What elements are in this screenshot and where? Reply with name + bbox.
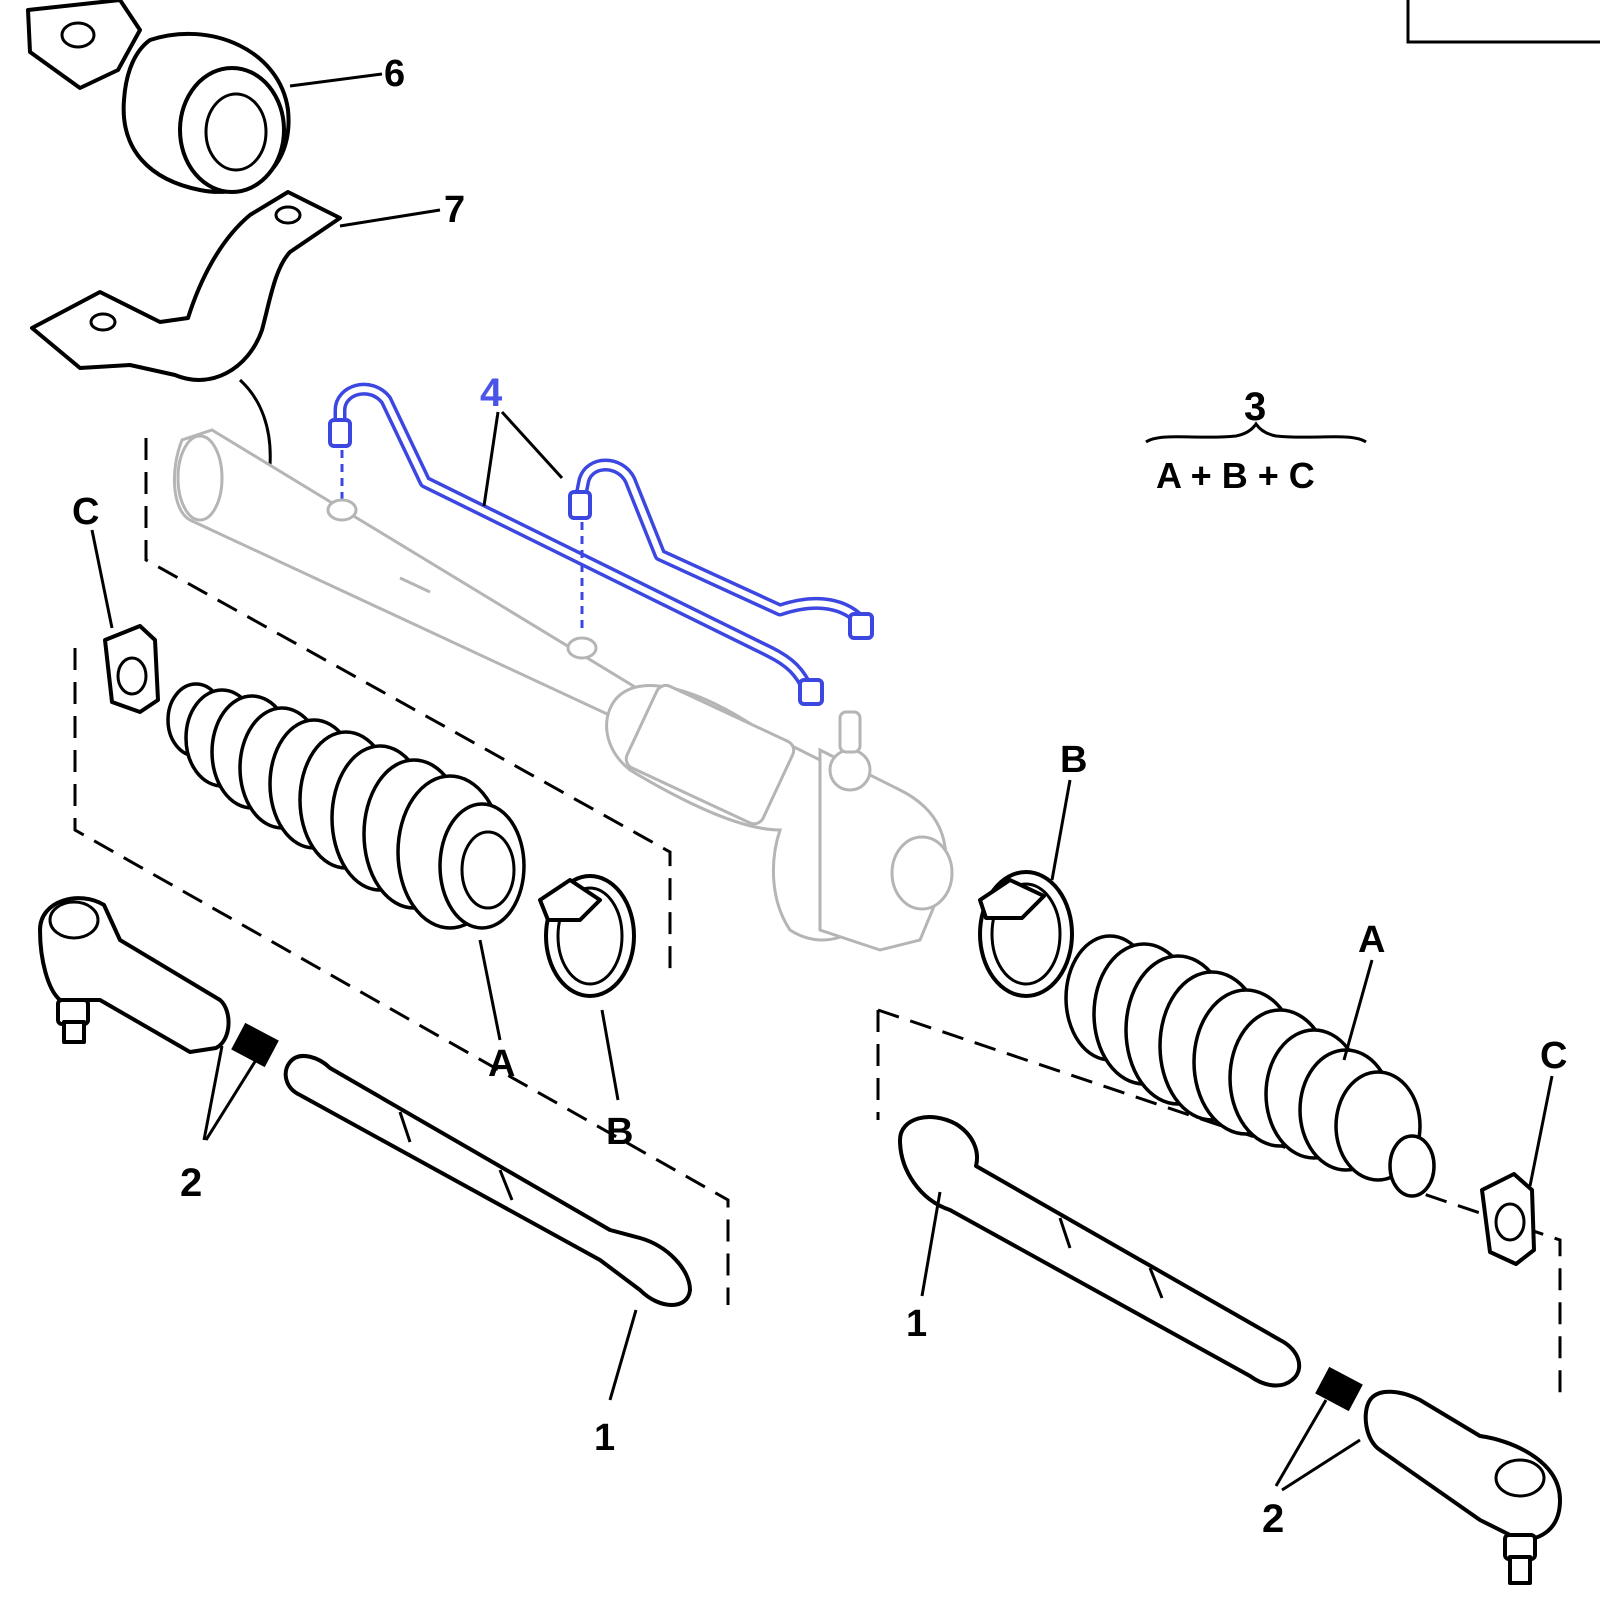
label-right-rod-1: 1 <box>906 1303 927 1345</box>
label-right-boot-a: A <box>1358 919 1385 961</box>
left-shim-part <box>231 1022 279 1068</box>
label-left-clamp-b: B <box>606 1111 633 1153</box>
left-boot-part <box>166 682 526 930</box>
right-boot-part <box>1064 934 1436 1198</box>
label-right-shims-2: 2 <box>1262 1497 1284 1541</box>
right-inner-rod-part <box>898 1115 1302 1388</box>
kit-brace <box>1145 421 1367 444</box>
corner-reference-box <box>1406 0 1600 44</box>
label-left-rod-1: 1 <box>594 1417 615 1459</box>
label-4: 4 <box>480 371 503 415</box>
steering-rack-body <box>172 428 954 952</box>
left-clamp-part <box>538 874 636 998</box>
mounting-bush-part <box>26 0 291 194</box>
label-left-boot-a: A <box>488 1043 515 1085</box>
label-left-shims-2: 2 <box>180 1161 202 1205</box>
left-clip-part <box>103 624 160 714</box>
right-shim-part <box>1315 1366 1363 1412</box>
label-3: 3 <box>1244 385 1266 429</box>
label-right-clamp-b: B <box>1060 739 1087 781</box>
leader-lines <box>90 72 1554 1492</box>
label-7: 7 <box>444 189 465 231</box>
hydraulic-pipes-part <box>326 382 874 706</box>
left-inner-rod-part <box>283 1053 692 1307</box>
label-6: 6 <box>384 53 405 95</box>
label-left-clip-c: C <box>72 491 99 533</box>
left-tie-rod-end-part <box>38 896 231 1054</box>
kit-boundary-lines <box>73 438 1562 1400</box>
label-kit-formula: A + B + C <box>1156 455 1315 496</box>
right-clamp-part <box>978 870 1074 998</box>
mounting-clamp-part <box>30 190 342 466</box>
right-tie-rod-end-part <box>1363 1389 1562 1585</box>
label-right-clip-c: C <box>1540 1035 1567 1077</box>
right-clip-part <box>1480 1172 1536 1266</box>
